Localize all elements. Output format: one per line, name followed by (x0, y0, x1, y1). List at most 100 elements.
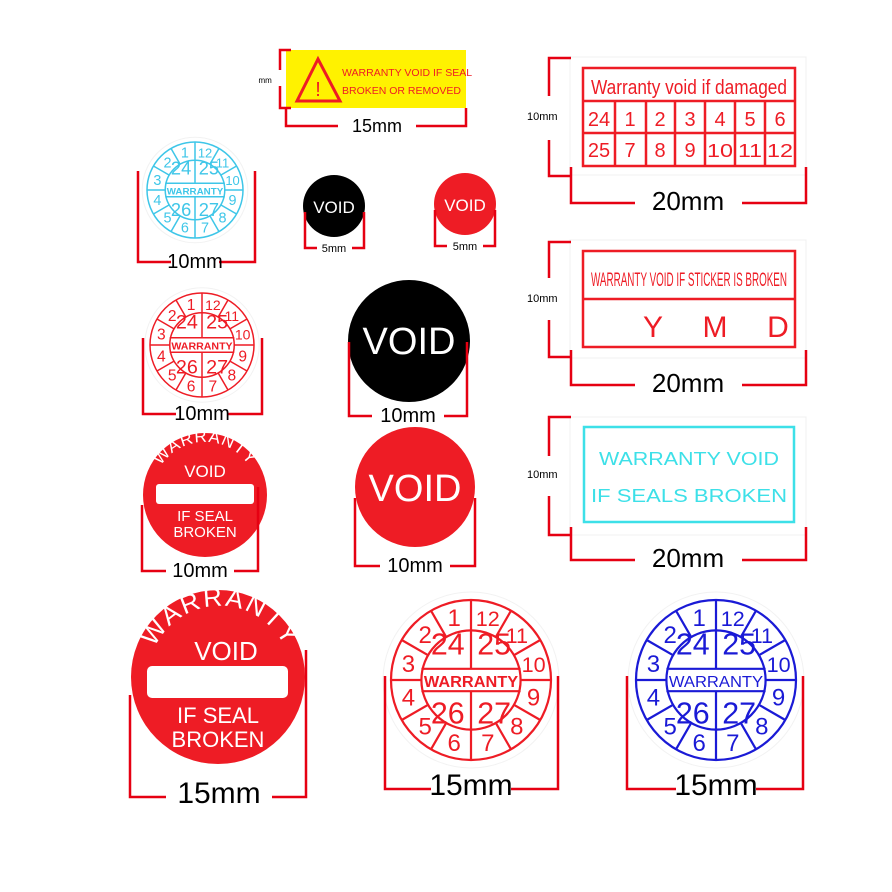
year-field: Y (643, 311, 663, 344)
void-text: VOID (363, 321, 456, 363)
ring-number: 5 (418, 713, 431, 740)
ring-number: 4 (647, 684, 660, 711)
ring-number: 2 (163, 156, 171, 172)
ring-number: 7 (209, 378, 218, 395)
ymd-title: WARRANTY VOID IF STICKER IS BROKEN (591, 270, 787, 291)
inner-number: 25 (206, 311, 228, 333)
sticker-seal-red-15mm: WARRANTY VOID IF SEAL BROKEN 15mm (120, 590, 320, 810)
warning-triangle-icon: ! (294, 55, 343, 103)
ring-number: 1 (693, 605, 706, 632)
width-bracket (284, 108, 468, 128)
ring-number: 3 (402, 651, 415, 678)
grid-cell: 7 (624, 140, 635, 162)
dial-center-label: WARRANTY (669, 674, 764, 691)
width-label: 15mm (429, 769, 512, 802)
sticker-damaged-grid: Warranty void if damaged 24 1 2 3 4 5 6 … (520, 50, 820, 220)
cyan-line-1: WARRANTY VOID (599, 449, 779, 469)
dial-center-label: WARRANTY (171, 342, 232, 353)
dial-center-label: WARRANTY (167, 186, 224, 197)
ring-number: 2 (168, 308, 177, 325)
ring-number: 8 (227, 367, 236, 384)
warning-line-1: WARRANTY VOID IF SEAL (342, 67, 472, 79)
write-in-field (147, 666, 288, 698)
ring-number: 5 (168, 367, 177, 384)
sticker-seal-red-10mm: WARRANTY VOID IF SEAL BROKEN 10mm (130, 425, 280, 585)
width-label: 5mm (453, 241, 477, 253)
inner-number: 27 (206, 356, 228, 378)
ring-number: 6 (181, 221, 189, 237)
inner-number: 24 (676, 627, 710, 661)
grid-cell: 5 (744, 109, 755, 131)
grid-cell: 6 (774, 109, 785, 131)
width-label: 10mm (174, 403, 230, 425)
ring-number: 6 (187, 378, 196, 395)
grid-cell: 8 (654, 140, 665, 162)
inner-number: 24 (176, 311, 198, 333)
inner-number: 25 (477, 627, 511, 661)
ring-number: 10 (522, 652, 546, 677)
ring-number: 4 (157, 349, 166, 366)
grid-row-2: 25 7 8 9 10 11 12 (588, 140, 793, 162)
ring-number: 6 (448, 730, 461, 757)
width-bracket (303, 212, 366, 250)
width-bracket (433, 210, 497, 248)
width-bracket (140, 487, 260, 573)
void-text: VOID (194, 636, 258, 666)
grid-cell: 25 (588, 140, 610, 162)
cyan-line-2: IF SEALS BROKEN (591, 486, 787, 506)
height-bracket (547, 240, 571, 359)
sticker-void-red-10mm: VOID 10mm (340, 420, 490, 580)
ring-number: 7 (201, 221, 209, 237)
grid-lines (581, 66, 797, 168)
seal-line-1: IF SEAL (177, 703, 259, 728)
ring-number: 11 (224, 308, 239, 324)
width-bracket (569, 167, 808, 205)
inner-number: 26 (171, 199, 191, 220)
ring-number: 4 (153, 193, 161, 209)
width-label: 20mm (652, 186, 724, 216)
void-text: VOID (313, 198, 355, 217)
grid-cell: 3 (684, 109, 695, 131)
ring-number: 12 (721, 606, 745, 631)
ring-number: 6 (693, 730, 706, 757)
width-bracket (569, 527, 808, 562)
width-bracket (347, 342, 469, 418)
inner-number: 27 (477, 697, 511, 731)
width-label: 15mm (674, 769, 757, 802)
ring-number: 2 (418, 622, 431, 649)
ring-number: 3 (647, 651, 660, 678)
width-label: 10mm (387, 555, 443, 577)
ring-number: 9 (238, 349, 247, 366)
width-label: 10mm (167, 251, 223, 273)
width-label: 5mm (322, 243, 346, 255)
sticker-broken-ymd: WARRANTY VOID IF STICKER IS BROKEN Y M D… (520, 230, 820, 400)
sticker-void-black-10mm: VOID 10mm (330, 270, 490, 430)
grid-cell: 2 (654, 109, 665, 131)
sticker-yellow-warning: ! WARRANTY VOID IF SEAL BROKEN OR REMOVE… (258, 46, 473, 136)
grid-title: Warranty void if damaged (591, 77, 787, 99)
width-bracket (128, 650, 308, 799)
month-field: M (703, 311, 728, 344)
write-in-field (156, 484, 254, 504)
inner-number: 25 (722, 627, 756, 661)
inner-number: 26 (676, 697, 710, 731)
void-text: VOID (444, 196, 486, 215)
inner-number: 24 (171, 158, 191, 179)
ring-number: 1 (187, 297, 196, 314)
width-bracket (353, 498, 477, 568)
grid-row-1: 24 1 2 3 4 5 6 (588, 109, 786, 131)
dial-center-label: WARRANTY (424, 674, 519, 691)
ring-number: 3 (157, 327, 166, 344)
ring-number: 8 (510, 713, 523, 740)
inner-number: 27 (199, 199, 219, 220)
ring-number: 10 (225, 173, 239, 188)
ring-number: 8 (755, 713, 768, 740)
height-label: 5mm (258, 76, 272, 85)
ring-number: 1 (181, 146, 189, 162)
ring-number: 11 (506, 623, 528, 648)
ring-number: 12 (476, 606, 500, 631)
ring-number: 11 (751, 623, 773, 648)
height-label: 10mm (527, 111, 558, 123)
void-text: VOID (369, 468, 462, 510)
yellow-label-background (286, 50, 466, 108)
